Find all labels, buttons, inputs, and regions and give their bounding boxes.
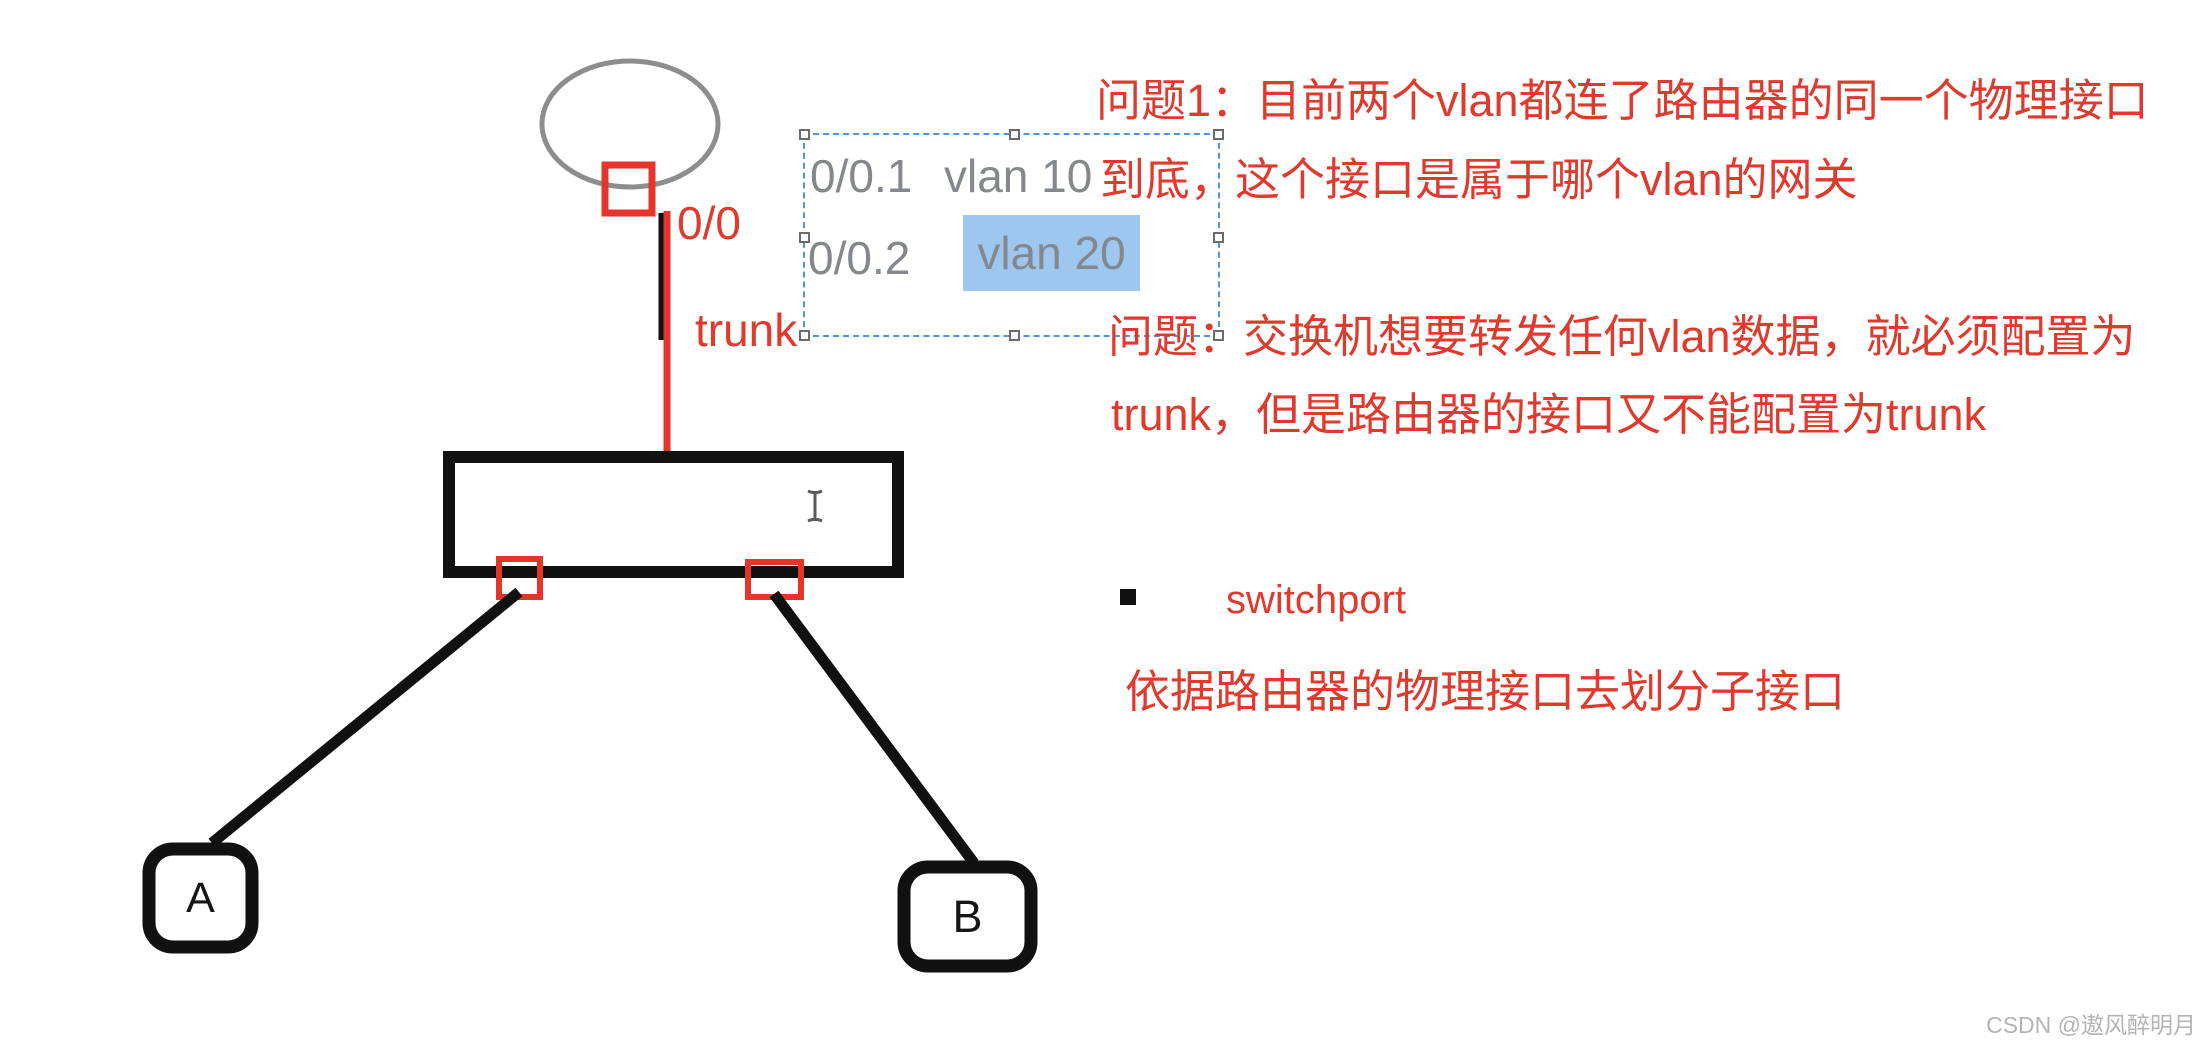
host-a-box[interactable] xyxy=(142,842,259,954)
router-ellipse[interactable] xyxy=(539,58,721,190)
subinterface-2-port[interactable]: 0/0.2 xyxy=(808,232,911,284)
trunk-label[interactable]: trunk xyxy=(695,304,798,356)
host-b-box[interactable] xyxy=(897,860,1038,973)
host-b-label[interactable]: B xyxy=(952,890,983,942)
subinterface-note[interactable]: 依据路由器的物理接口去划分子接口 xyxy=(1125,666,1846,717)
question2-line2[interactable]: trunk，但是路由器的接口又不能配置为trunk xyxy=(1111,389,1987,440)
selection-handle-top-middle[interactable] xyxy=(1009,129,1020,140)
bullet-square-icon xyxy=(1120,589,1136,605)
selection-handle-middle-right[interactable] xyxy=(1213,232,1224,243)
switch-rect[interactable] xyxy=(443,451,904,578)
link-switch-to-host-b[interactable] xyxy=(769,590,979,867)
question1-line1[interactable]: 问题1：目前两个vlan都连了路由器的同一个物理接口 xyxy=(1096,75,2149,126)
csdn-watermark: CSDN @遨风醉明月 xyxy=(1986,1012,2196,1038)
subinterface-1-vlan[interactable]: vlan 10 xyxy=(944,150,1093,202)
selection-handle-top-left[interactable] xyxy=(799,129,810,140)
selection-handle-bottom-left[interactable] xyxy=(799,330,810,341)
question1-line2[interactable]: 到底，这个接口是属于哪个vlan的网关 xyxy=(1100,154,1858,205)
subinterface-2-vlan[interactable]: vlan 20 xyxy=(977,227,1126,279)
switchport-label[interactable]: switchport xyxy=(1226,578,1407,622)
subinterface-1-port[interactable]: 0/0.1 xyxy=(810,150,913,202)
selection-handle-middle-left[interactable] xyxy=(799,232,810,243)
question2-line1[interactable]: 问题：交换机想要转发任何vlan数据，就必须配置为 xyxy=(1108,311,2136,362)
link-switch-to-host-a[interactable] xyxy=(208,587,523,848)
router-port-square[interactable] xyxy=(601,161,656,217)
vlan20-highlight[interactable]: vlan 20 xyxy=(963,215,1140,291)
selection-handle-bottom-middle[interactable] xyxy=(1009,330,1020,341)
host-a-label[interactable]: A xyxy=(186,873,215,922)
selection-handle-top-right[interactable] xyxy=(1213,129,1224,140)
router-port-label[interactable]: 0/0 xyxy=(677,197,741,249)
selection-box[interactable] xyxy=(799,129,1224,341)
selection-handle-bottom-right[interactable] xyxy=(1213,330,1224,341)
text-cursor-icon xyxy=(807,489,823,523)
